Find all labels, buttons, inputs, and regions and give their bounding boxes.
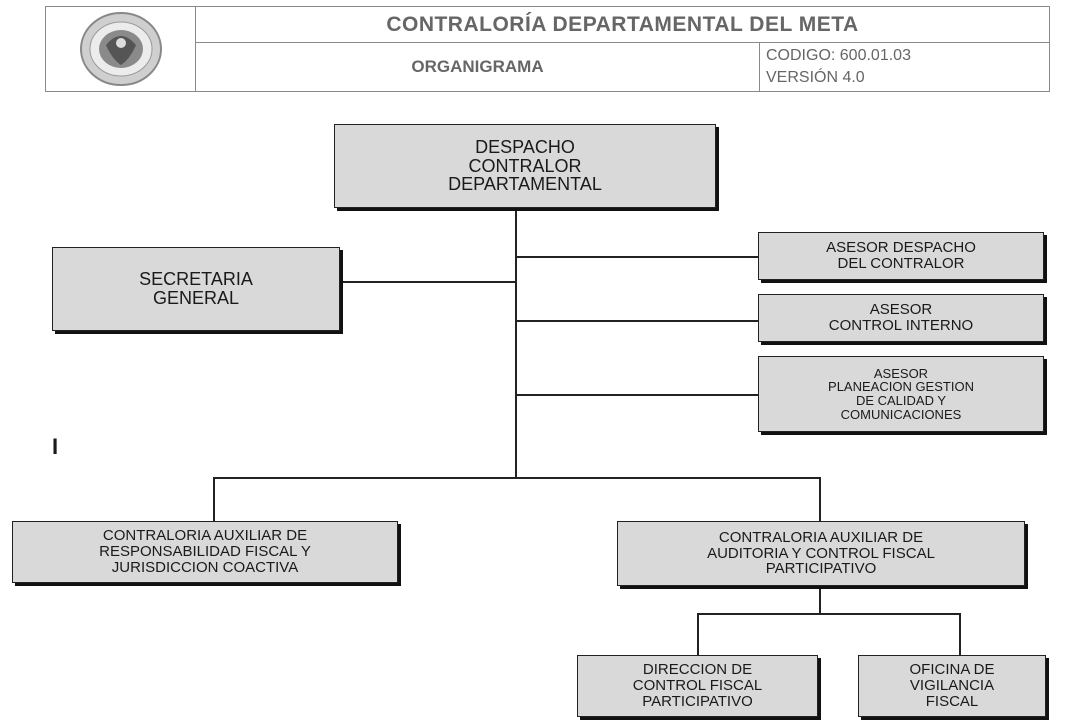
logo-cell xyxy=(46,7,196,91)
node-direccion-control-fiscal: DIRECCION DE CONTROL FISCAL PARTICIPATIV… xyxy=(577,655,818,717)
node-despacho-contralor: DESPACHO CONTRALOR DEPARTAMENTAL xyxy=(334,124,716,208)
trunk-line xyxy=(515,208,517,478)
left-drop-line xyxy=(213,477,215,521)
asesor-despacho-connector xyxy=(516,256,758,258)
seal-logo-icon xyxy=(80,12,162,86)
node-label: OFICINA DE VIGILANCIA FISCAL xyxy=(909,661,995,710)
code-line: CODIGO: 600.01.03 xyxy=(766,47,911,64)
version-line: VERSIÓN 4.0 xyxy=(766,69,865,86)
auditoria-down-line xyxy=(819,586,821,614)
stray-mark: I xyxy=(52,434,59,459)
node-asesor-control-interno: ASESOR CONTROL INTERNO xyxy=(758,294,1044,342)
node-aux-responsabilidad-fiscal: CONTRALORIA AUXILIAR DE RESPONSABILIDAD … xyxy=(12,521,398,583)
asesor-control-connector xyxy=(516,320,758,322)
node-label: CONTRALORIA AUXILIAR DE RESPONSABILIDAD … xyxy=(99,527,311,576)
node-label: ASESOR PLANEACION GESTION DE CALIDAD Y C… xyxy=(828,365,974,422)
node-label: ASESOR DESPACHO DEL CONTRALOR xyxy=(826,239,976,272)
node-label: DESPACHO CONTRALOR DEPARTAMENTAL xyxy=(448,136,602,195)
asesor-planeacion-connector xyxy=(516,394,758,396)
node-label: DIRECCION DE CONTROL FISCAL PARTICIPATIV… xyxy=(632,661,763,710)
direccion-drop-line xyxy=(697,613,699,655)
node-oficina-vigilancia-fiscal: OFICINA DE VIGILANCIA FISCAL xyxy=(858,655,1046,717)
node-secretaria-general: SECRETARIA GENERAL xyxy=(52,247,340,331)
node-aux-auditoria-control: CONTRALORIA AUXILIAR DE AUDITORIA Y CONT… xyxy=(617,521,1025,586)
node-label: CONTRALORIA AUXILIAR DE AUDITORIA Y CONT… xyxy=(707,528,935,578)
document-title: ORGANIGRAMA xyxy=(411,57,544,76)
document-header: CONTRALORÍA DEPARTAMENTAL DEL META ORGAN… xyxy=(45,6,1050,92)
organization-title: CONTRALORÍA DEPARTAMENTAL DEL META xyxy=(196,7,1049,43)
document-code: CODIGO: 600.01.03 VERSIÓN 4.0 xyxy=(759,43,1049,91)
secretaria-connector xyxy=(340,281,516,283)
node-label: ASESOR CONTROL INTERNO xyxy=(828,301,974,334)
right-drop-line xyxy=(819,477,821,521)
oficina-drop-line xyxy=(959,613,961,655)
node-asesor-despacho: ASESOR DESPACHO DEL CONTRALOR xyxy=(758,232,1044,280)
node-label: SECRETARIA GENERAL xyxy=(139,269,253,308)
bottom-bar-line xyxy=(213,477,821,479)
node-asesor-planeacion: ASESOR PLANEACION GESTION DE CALIDAD Y C… xyxy=(758,356,1044,432)
sub-bar-line xyxy=(697,613,961,615)
